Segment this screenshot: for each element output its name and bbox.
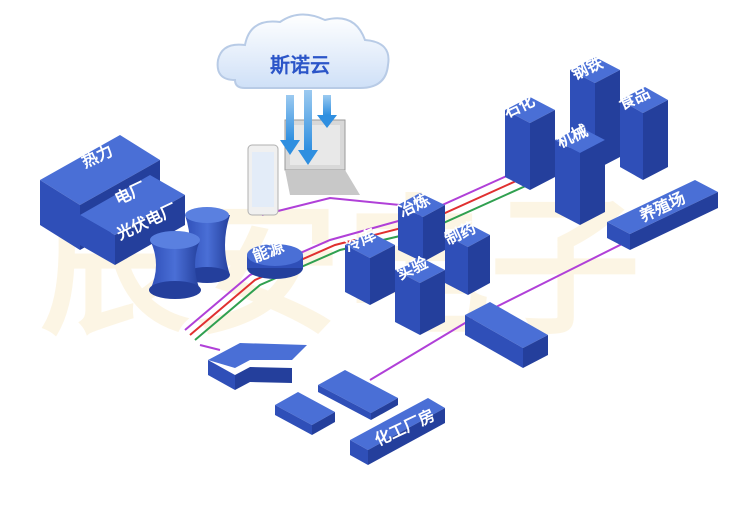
pipe-purple-left — [199, 344, 221, 351]
block-chem-plant — [350, 398, 445, 465]
block-l-shape — [208, 343, 307, 390]
pipe-purple-lower — [369, 229, 651, 381]
block-pharma — [445, 223, 490, 295]
pipe-purple-branch — [261, 196, 401, 216]
block-cold-storage — [345, 232, 395, 305]
cloud-label: 斯诺云 — [270, 53, 330, 77]
block-food — [620, 87, 668, 180]
block-flat-middle — [318, 370, 398, 420]
cooling-tower-2 — [149, 231, 201, 299]
block-farm — [607, 180, 718, 250]
block-flat-small — [275, 392, 335, 435]
cloud-icon — [216, 13, 390, 89]
block-smelting — [398, 193, 445, 262]
block-petrochem — [505, 97, 555, 190]
block-power-plant — [80, 175, 185, 265]
block-machinery — [555, 127, 605, 225]
block-warehouse-bar — [465, 302, 548, 368]
cooling-tower-1 — [184, 207, 230, 283]
block-lab — [395, 257, 445, 335]
data-flow-arrows — [280, 90, 337, 165]
energy-node — [247, 244, 303, 279]
computer-terminal — [247, 119, 360, 216]
